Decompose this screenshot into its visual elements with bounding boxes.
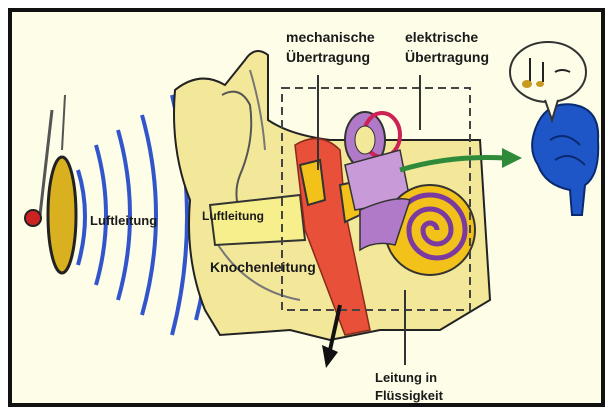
electrical-label-line1: elektrische [405,29,478,45]
fluid-label-line2: Flüssigkeit [375,388,444,403]
mechanical-label-line1: mechanische [286,29,375,45]
fluid-label-line1: Leitung in [375,370,437,385]
mechanical-label-line2: Übertragung [286,49,370,65]
electrical-label-line2: Übertragung [405,49,489,65]
bone-conduction-label: Knochenleitung [210,259,316,275]
air-conduction-label: Luftleitung [90,213,157,228]
air-conduction-inner-label: Luftleitung [202,209,264,223]
